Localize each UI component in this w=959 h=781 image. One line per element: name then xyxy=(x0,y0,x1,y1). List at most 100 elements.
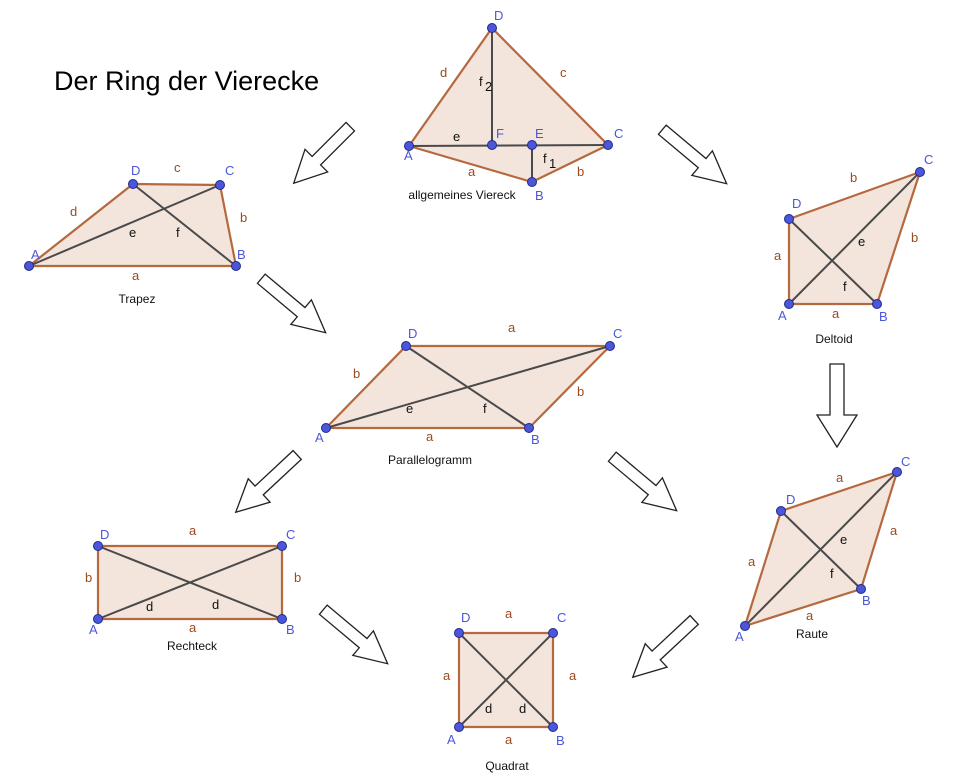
arrow-icon xyxy=(234,449,303,514)
general-label-B: B xyxy=(535,188,544,203)
general-side-c: c xyxy=(560,65,567,80)
parallelogramm-side-a-bottom: a xyxy=(426,429,434,444)
quadrat-label-B: B xyxy=(556,733,565,748)
quadrat-diagonal-2 xyxy=(458,632,554,728)
trapez-point-D xyxy=(128,179,138,189)
arrow-raute-to-quadrat xyxy=(631,614,700,679)
parallelogramm-point-C xyxy=(605,341,615,351)
quadrat-label-D: D xyxy=(461,610,470,625)
raute-side-a-top: a xyxy=(836,470,844,485)
general-point-F xyxy=(487,140,497,150)
trapez-diagonal-e xyxy=(28,184,221,267)
deltoid-diag-e: e xyxy=(858,234,865,249)
general-diag-e: e xyxy=(453,129,460,144)
deltoid-diag-f: f xyxy=(843,279,847,294)
raute-side-a-right: a xyxy=(890,523,898,538)
rechteck-diagonal-2 xyxy=(97,545,283,620)
arrow-icon xyxy=(318,604,389,665)
arrow-icon xyxy=(256,273,327,334)
kite: A B C D a a b b e f Deltoid xyxy=(774,152,933,346)
deltoid-side-b-right: b xyxy=(911,230,918,245)
raute-label-D: D xyxy=(786,492,795,507)
trapez-diagonal-f xyxy=(132,183,237,267)
parallelogramm-label-A: A xyxy=(315,430,324,445)
parallelogramm-side-a-top: a xyxy=(508,320,516,335)
rechteck-side-b-left: b xyxy=(85,570,92,585)
trapez-point-B xyxy=(231,261,241,271)
deltoid-label-C: C xyxy=(924,152,933,167)
raute-name: Raute xyxy=(796,627,828,641)
deltoid-point-C xyxy=(915,167,925,177)
general-f2-subscript: 2 xyxy=(485,79,492,94)
trapez-label-D: D xyxy=(131,163,140,178)
rechteck-label-C: C xyxy=(286,527,295,542)
general-f1-letter: f xyxy=(543,151,547,166)
deltoid-side-a-left: a xyxy=(774,248,782,263)
general-f1-subscript: 1 xyxy=(549,156,556,171)
trapez-side-b: b xyxy=(240,210,247,225)
rechteck-point-A xyxy=(93,614,103,624)
deltoid-side-a-bottom: a xyxy=(832,306,840,321)
arrow-parallelogramm-to-raute xyxy=(607,451,678,512)
rectangle: A B C D a a b b d d Rechteck xyxy=(85,523,301,653)
trapez-diag-f: f xyxy=(176,225,180,240)
trapez-label-C: C xyxy=(225,163,234,178)
quadrat-label-A: A xyxy=(447,732,456,747)
quadrat-diag-d-2: d xyxy=(519,701,526,716)
quadrat-point-D xyxy=(454,628,464,638)
rhombus: A B C D a a a a e f Raute xyxy=(735,454,910,644)
rechteck-label-A: A xyxy=(89,622,98,637)
general-point-B xyxy=(527,177,537,187)
rechteck-name: Rechteck xyxy=(167,639,218,653)
deltoid-point-B xyxy=(872,299,882,309)
general-label-C: C xyxy=(614,126,623,141)
arrow-parallelogramm-to-rechteck xyxy=(234,449,303,514)
general-point-C xyxy=(603,140,613,150)
deltoid-label-A: A xyxy=(778,308,787,323)
general-side-b: b xyxy=(577,164,584,179)
rechteck-point-C xyxy=(277,541,287,551)
parallelogramm-diag-e: e xyxy=(406,401,413,416)
arrow-general-to-deltoid xyxy=(657,124,728,185)
trapez-side-a: a xyxy=(132,268,140,283)
rechteck-point-D xyxy=(93,541,103,551)
rechteck-side-a-bottom: a xyxy=(189,620,197,635)
general-label-D: D xyxy=(494,8,503,23)
quadrat-point-B xyxy=(548,722,558,732)
arrow-deltoid-to-raute xyxy=(815,363,859,449)
diagram-title: Der Ring der Vierecke xyxy=(54,66,320,96)
general-point-E xyxy=(527,140,537,150)
general-side-d: d xyxy=(440,65,447,80)
trapez-fill xyxy=(29,184,236,266)
deltoid-side-b-top: b xyxy=(850,170,857,185)
general-quadrilateral: A B C D E F a b c d e f 2 f 1 allgemeine… xyxy=(404,8,623,203)
raute-point-B xyxy=(856,584,866,594)
deltoid-label-B: B xyxy=(879,309,888,324)
trapez-name: Trapez xyxy=(119,292,156,306)
deltoid-diagonal-e xyxy=(788,171,921,305)
parallelogramm-point-A xyxy=(321,423,331,433)
general-name: allgemeines Viereck xyxy=(408,188,516,202)
general-label-E: E xyxy=(535,126,544,141)
raute-diagonal-f xyxy=(780,510,862,590)
deltoid-point-D xyxy=(784,214,794,224)
raute-side-a-bottom: a xyxy=(806,608,814,623)
square: A B C D a a a a d d Quadrat xyxy=(443,606,577,773)
parallelogramm-point-B xyxy=(524,423,534,433)
general-f2-letter: f xyxy=(479,74,483,89)
parallelogramm-name: Parallelogramm xyxy=(388,453,472,467)
deltoid-point-A xyxy=(784,299,794,309)
rechteck-side-a-top: a xyxy=(189,523,197,538)
general-diagonal-e xyxy=(408,144,609,147)
raute-diag-e: e xyxy=(840,532,847,547)
quadrat-point-A xyxy=(454,722,464,732)
trapez-side-c: c xyxy=(174,160,181,175)
quadrat-name: Quadrat xyxy=(485,759,529,773)
raute-label-B: B xyxy=(862,593,871,608)
parallelogramm-label-C: C xyxy=(613,326,622,341)
arrow-icon xyxy=(292,121,356,185)
trapez-label-B: B xyxy=(237,247,246,262)
quadrat-diag-d-1: d xyxy=(485,701,492,716)
raute-point-D xyxy=(776,506,786,516)
arrow-icon xyxy=(607,451,678,512)
